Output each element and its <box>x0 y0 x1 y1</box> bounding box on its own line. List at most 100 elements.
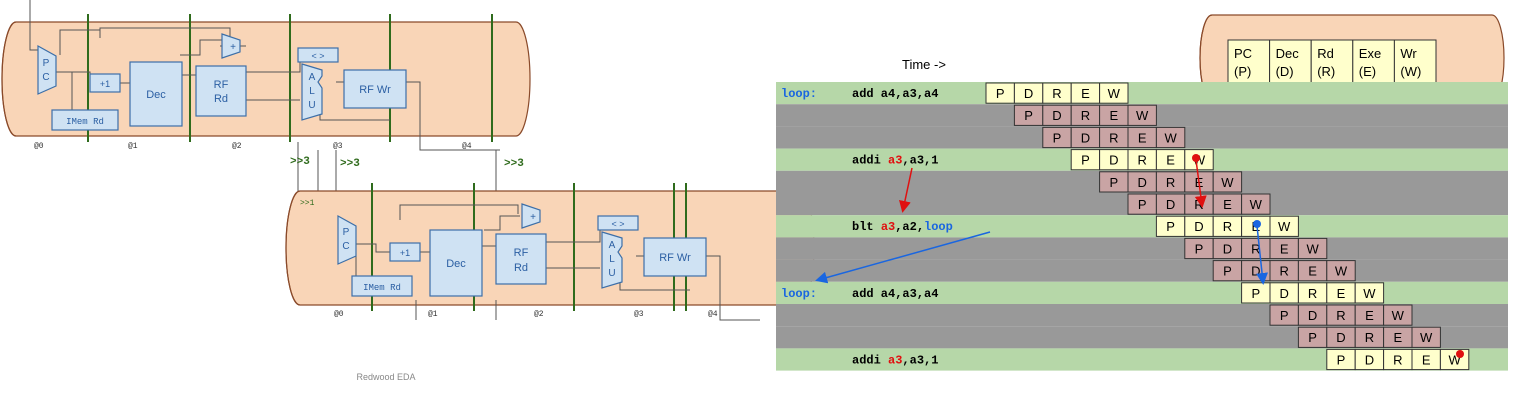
pc-label-c: C <box>342 241 349 252</box>
stage-cell <box>1297 237 1328 260</box>
stage-cell-letter: W <box>1250 197 1263 212</box>
stage-cell-letter: R <box>1138 153 1147 168</box>
alu-label-a: A <box>309 72 316 83</box>
cmp-block <box>597 215 639 231</box>
loop-label: loop: <box>781 287 817 301</box>
rf-wr-block <box>643 237 707 277</box>
imem-label: IMem Rd <box>363 283 401 293</box>
stage-cell-letter: E <box>1422 352 1431 367</box>
instruction-segment: add a4,a3,a4 <box>852 287 938 301</box>
stage-cell-letter: P <box>1308 330 1317 345</box>
cmp-label: < > <box>311 51 324 61</box>
stage-cell <box>1326 260 1356 282</box>
legend: PC(P)Dec(D)Rd(R)Exe(E)Wr(W) <box>1199 14 1505 102</box>
dec-label: Dec <box>146 89 166 101</box>
stage-cell <box>1212 171 1243 193</box>
pc-mux <box>37 44 57 95</box>
cmp-label: < > <box>611 219 624 229</box>
legend-cell-title: Dec <box>1276 46 1300 61</box>
legend-cell-title: Exe <box>1359 46 1381 61</box>
alu-label-u: U <box>308 100 315 111</box>
pc-mux <box>337 214 357 265</box>
instruction-segment: loop <box>924 220 953 234</box>
adder-block <box>221 33 241 59</box>
stage-cell-letter: P <box>1251 286 1260 301</box>
stage-cell-letter: W <box>1108 86 1121 101</box>
stage-cell-letter: R <box>1280 264 1289 279</box>
stage-cell-letter: W <box>1164 130 1177 145</box>
timing-cells: PDREWPDREWPDREWPDREWPDREWPDREWPDREWPDREW… <box>985 82 1470 371</box>
stage-cell-letter: P <box>996 86 1005 101</box>
instruction-segment: a3 <box>881 220 895 234</box>
stage-cell <box>1155 126 1186 149</box>
pipe-front-cap <box>1 21 17 137</box>
stage-cell-letter: D <box>1109 153 1118 168</box>
rf-wr-block <box>343 69 407 109</box>
rf-rd-label-1: RF <box>214 79 229 91</box>
instruction-segment: ,a3,1 <box>902 154 938 168</box>
adder-label: + <box>530 212 536 223</box>
cmp-block <box>297 47 339 63</box>
imem-label: IMem Rd <box>66 117 104 127</box>
top-pipeline: P C +1 IMem Rd Dec RF Rd + < > A L U RF … <box>1 0 531 151</box>
blue-branch-arrow <box>815 231 991 284</box>
stage-cell-letter: P <box>1195 241 1204 256</box>
instruction-row <box>776 82 1508 105</box>
stage-cell <box>1354 282 1385 304</box>
stage-label: @0 <box>34 142 44 151</box>
instruction-segment: ,a2, <box>895 220 924 234</box>
pipe-front-cap <box>285 190 301 306</box>
pc-label-p: P <box>43 58 50 69</box>
dependency-arrows <box>815 154 1464 358</box>
stage-cell <box>1411 326 1441 348</box>
blue-dot <box>1253 220 1261 228</box>
credit-text: Redwood EDA <box>356 372 415 382</box>
stage-cell <box>1127 104 1157 126</box>
instruction-text: blt a3,a2,loop <box>852 220 953 234</box>
red-dot <box>1456 350 1464 358</box>
red-dep-arrow <box>1194 159 1207 208</box>
dec-block <box>429 229 483 297</box>
stage-labels: @0 @1 @2 @3 @4 <box>334 310 718 319</box>
stage-cell-letter: E <box>1109 108 1118 123</box>
legend-cell <box>1269 39 1312 85</box>
instruction-segment: addi <box>852 353 888 367</box>
stage-cell-letter: D <box>1336 330 1345 345</box>
stage-cell-letter: E <box>1138 130 1147 145</box>
legend-cell <box>1393 39 1437 85</box>
stage-cell-letter: W <box>1221 175 1234 190</box>
red-dot <box>1192 154 1200 162</box>
stage-cell-letter: D <box>1251 264 1260 279</box>
pc-label-c: C <box>42 72 49 83</box>
stage-cell-letter: E <box>1166 153 1175 168</box>
red-dep-arrow <box>899 167 913 213</box>
stage-cell-letter: W <box>1420 330 1433 345</box>
stage-cell <box>1099 82 1129 104</box>
stage-cell-letter: P <box>1109 175 1118 190</box>
rf-rd-block <box>495 233 547 285</box>
stage-cell-letter: D <box>1138 175 1147 190</box>
instruction-segment: blt <box>852 220 881 234</box>
stage-label: @1 <box>428 310 438 319</box>
stage-label: @3 <box>634 310 644 319</box>
stage-cell-letter: R <box>1365 330 1374 345</box>
alu-block <box>301 63 323 121</box>
stage-cell-letter: R <box>1109 130 1118 145</box>
stage-cell-letter: P <box>1337 352 1346 367</box>
stage-label: @2 <box>534 310 544 319</box>
stage-cell-letter: W <box>1136 108 1149 123</box>
instruction-segment: ,a3,1 <box>902 353 938 367</box>
stage-cell-letter: P <box>1024 108 1033 123</box>
dec-block <box>129 61 183 127</box>
plus1-block <box>389 242 421 262</box>
instruction-segment: addi <box>852 154 888 168</box>
alu-label-l: L <box>309 86 315 97</box>
rf-rd-label-2: Rd <box>514 262 528 274</box>
stage-cell-letter: D <box>1308 308 1317 323</box>
rf-wr-label: RF Wr <box>659 252 691 264</box>
stage-label: @2 <box>232 142 242 151</box>
stage-cell-letter: W <box>1306 241 1319 256</box>
legend-cells: PC(P)Dec(D)Rd(R)Exe(E)Wr(W) <box>1227 39 1437 85</box>
legend-cell-abbrev: (D) <box>1276 64 1294 79</box>
